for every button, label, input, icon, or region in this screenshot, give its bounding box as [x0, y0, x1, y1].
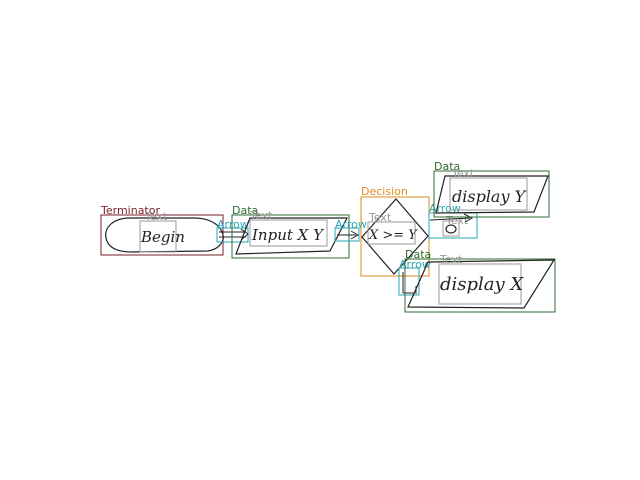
- handwritten-condition: X >= Y: [368, 228, 418, 243]
- text-annotation-label: Text: [144, 210, 168, 223]
- text-bbox-display-x: [438, 263, 522, 305]
- text-annotation-label: Text: [368, 211, 392, 224]
- arrow-bbox: [334, 227, 360, 242]
- data-display-x: Data Text display X: [404, 248, 556, 313]
- text-bbox-input: [249, 219, 328, 247]
- arrow-annotation-label: Arrow: [335, 218, 367, 231]
- terminator-annotation-label: Terminator: [100, 204, 160, 217]
- text-bbox-display-y: [449, 177, 528, 211]
- decision-node: Decision Text X >= Y: [360, 185, 430, 277]
- text-bbox-circle: [442, 220, 460, 237]
- arrow-annotation-label: Arrow: [429, 202, 461, 215]
- arrow-begin-to-input: Arrow: [216, 218, 249, 243]
- decision-annotation-label: Decision: [361, 185, 408, 198]
- text-bbox-begin: [139, 220, 177, 253]
- text-bbox-condition: [367, 221, 416, 245]
- text-annotation-label: Text: [439, 253, 463, 266]
- data-annotation-label: Data: [434, 160, 460, 173]
- arrow-line: [337, 230, 360, 240]
- text-annotation-label: Text: [249, 209, 273, 222]
- handwritten-display-x: display X: [440, 274, 524, 295]
- arrow-decision-to-display-y: Arrow Text: [428, 202, 478, 239]
- handwritten-circle: [445, 224, 457, 234]
- handwritten-begin: Begin: [140, 228, 185, 246]
- handwritten-display-y: display Y: [452, 187, 527, 206]
- parallelogram-shape: [435, 175, 549, 214]
- terminator-shape: [105, 217, 224, 253]
- arrow-decision-to-display-x: Arrow: [398, 258, 431, 296]
- handwritten-input: Input X Y: [251, 226, 325, 244]
- text-annotation-label: Text: [451, 167, 475, 180]
- data-display-y: Data Text display Y: [433, 160, 550, 218]
- data-annotation-label: Data: [405, 248, 431, 261]
- diamond-shape: [361, 198, 429, 275]
- data-bbox: [433, 170, 550, 218]
- data-input: Data Text Input X Y: [231, 204, 350, 259]
- arrow-annotation-label: Arrow: [399, 258, 431, 271]
- data-annotation-label: Data: [232, 204, 258, 217]
- parallelogram-shape: [407, 259, 556, 309]
- arrow-input-to-decision: Arrow: [334, 218, 367, 242]
- data-bbox: [404, 258, 556, 313]
- arrow-annotation-label: Arrow: [217, 218, 249, 231]
- arrow-line: [429, 213, 474, 223]
- parallelogram-shape: [235, 217, 348, 255]
- data-bbox: [231, 214, 350, 259]
- terminator-begin: Terminator Text Begin: [100, 204, 224, 256]
